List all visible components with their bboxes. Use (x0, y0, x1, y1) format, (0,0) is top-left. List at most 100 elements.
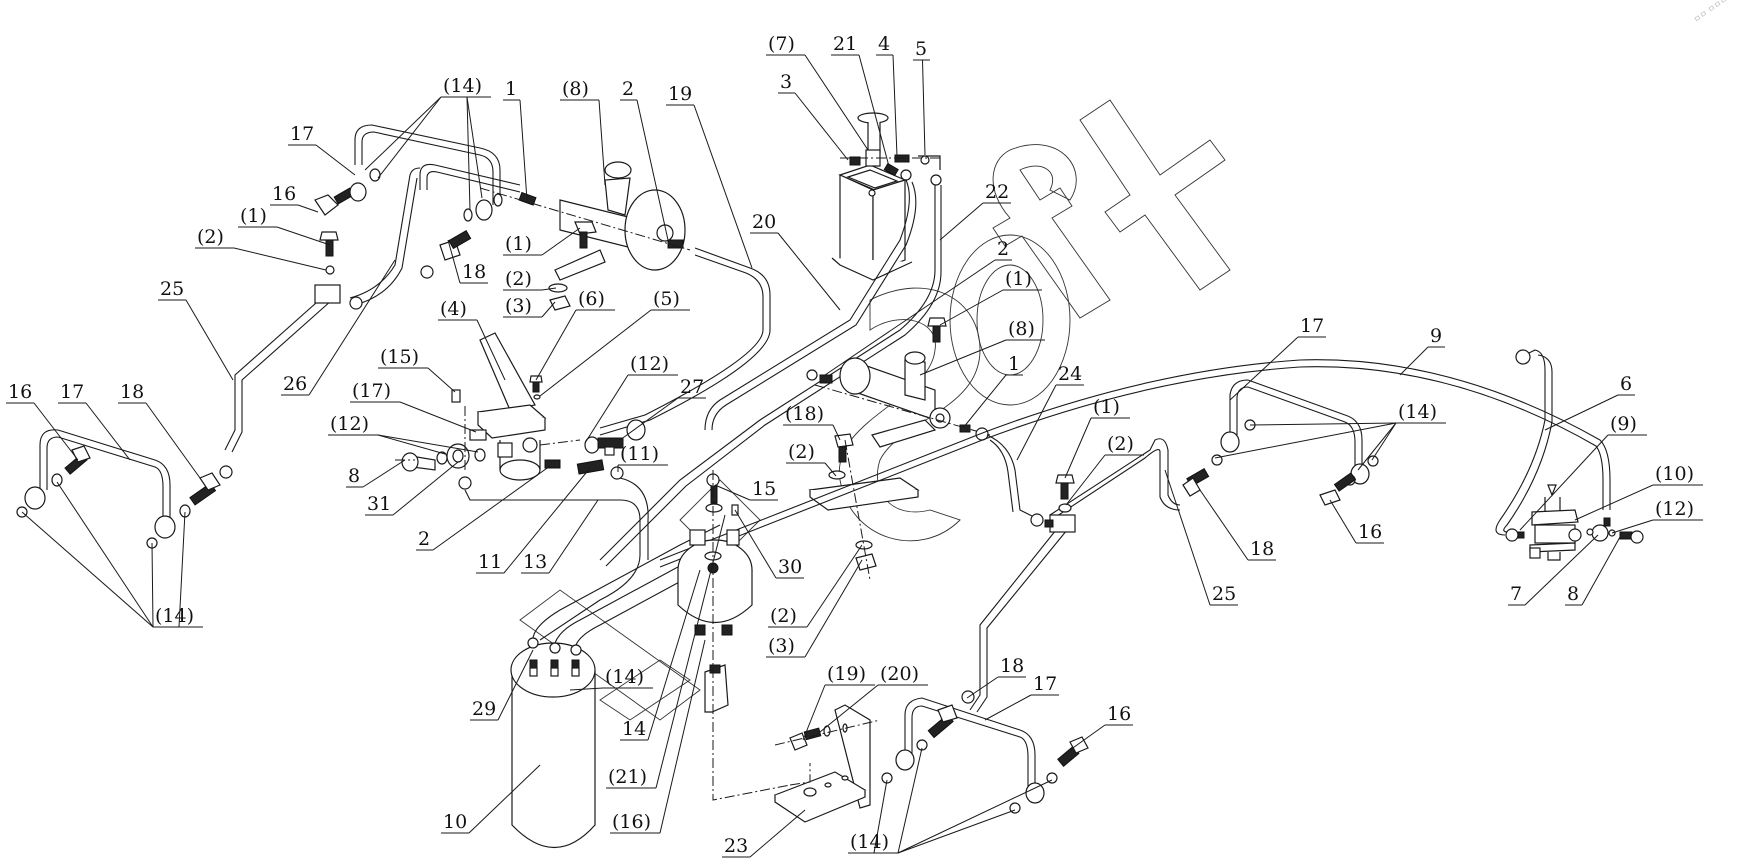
callout-text: 18 (462, 261, 486, 283)
callout-leader (659, 639, 706, 834)
callout-leader (806, 544, 863, 628)
callout-25: 25 (1164, 469, 1238, 606)
callout-text: 26 (283, 373, 307, 395)
callout-26: 26 (281, 259, 396, 396)
callout-leader (377, 434, 479, 453)
callout-1-ref: (1) (503, 227, 581, 256)
callout-leader (897, 747, 923, 854)
callout-18: 18 (1199, 489, 1276, 561)
callout-21-ref: (21) (606, 514, 726, 789)
proportioning-valve (1505, 484, 1644, 561)
callout-leader (1519, 434, 1609, 531)
callout-text: 17 (1300, 315, 1324, 337)
callout-leader (151, 542, 154, 628)
callout-text: 16 (1107, 703, 1131, 725)
callout-text: 18 (1000, 655, 1024, 677)
callout-text: 23 (724, 835, 748, 857)
callout-30: 30 (734, 509, 804, 579)
callout-text: 10 (443, 811, 467, 833)
callout-leader (734, 509, 777, 579)
callout-23: 23 (722, 809, 806, 858)
callout-leader (832, 424, 841, 441)
callout-leader (233, 247, 327, 271)
callout-12-ref: (12) (328, 413, 479, 455)
callout-text: (7) (768, 33, 795, 55)
callout-leader (535, 309, 577, 381)
callout-text: (9) (1610, 413, 1637, 435)
callout-text: (5) (653, 288, 680, 310)
callout-leader (897, 779, 1053, 854)
callout-18-ref: (18) (783, 403, 841, 441)
callout-4-ref: (4) (438, 298, 506, 381)
callout-25: 25 (158, 278, 234, 381)
callout-1-ref: (1) (238, 205, 331, 246)
callout-leader (804, 559, 863, 658)
callout-leader (364, 96, 442, 171)
callout-16: 16 (6, 381, 79, 461)
bottom-pipe-assembly (881, 690, 1089, 814)
callout-6-ref: (6) (535, 288, 615, 381)
callout-leader (541, 227, 581, 256)
callout-1: 1 (503, 78, 528, 201)
callout-2: 2 (416, 465, 551, 551)
callout-leader (541, 301, 556, 318)
callout-leader (598, 99, 606, 186)
callout-text: (8) (562, 78, 589, 100)
callout-text: 2 (997, 238, 1009, 260)
callout-14-ref: (14) (1214, 401, 1446, 471)
callout-text: (14) (443, 75, 482, 97)
callout-leader (804, 54, 869, 151)
callout-text: (14) (1398, 401, 1437, 423)
callout-17: 17 (58, 381, 131, 461)
callout-2-ref: (2) (195, 226, 327, 271)
callout-text: 2 (622, 78, 634, 100)
callout-text: (20) (880, 663, 919, 685)
callout-text: 17 (1033, 673, 1057, 695)
callout-leader (714, 484, 751, 501)
callout-text: 27 (680, 376, 704, 398)
callout-text: 15 (752, 478, 776, 500)
callout-leader (824, 462, 837, 477)
callout-leader (392, 461, 459, 516)
callout-text: 13 (523, 551, 547, 573)
callout-7: 7 (1508, 534, 1599, 606)
callout-14-ref: (14) (21, 481, 203, 628)
callout-10-ref: (10) (1574, 463, 1703, 521)
callout-5-ref: (5) (539, 288, 690, 397)
callout-1-ref: (1) (939, 268, 1042, 326)
callout-6: 6 (1544, 373, 1635, 431)
callout-leader (432, 465, 551, 551)
callout-27: 27 (619, 376, 706, 441)
callout-17-ref: (17) (350, 380, 477, 433)
callout-leader (145, 402, 201, 479)
callout-leader (962, 374, 1007, 429)
callout-15-ref: (15) (378, 346, 456, 393)
callout-20: 20 (750, 211, 841, 311)
callout-leader (919, 339, 1007, 376)
callout-leader (21, 511, 154, 628)
callout-leader (569, 687, 604, 691)
callout-text: 30 (778, 556, 802, 578)
callout-leader (56, 481, 154, 628)
callout-leader (519, 99, 528, 201)
callout-19: 19 (666, 83, 753, 269)
callout-3-ref: (3) (766, 559, 863, 658)
callout-text: 4 (878, 33, 890, 55)
callout-leader (466, 96, 483, 199)
callout-text: (2) (197, 226, 224, 248)
callout-text: (16) (612, 811, 651, 833)
callout-text: (4) (440, 298, 467, 320)
callout-20-ref: (20) (819, 663, 928, 733)
callout-leader (873, 779, 888, 854)
callout-14-ref: (14) (364, 75, 491, 211)
callout-12-ref: (12) (584, 353, 678, 444)
callout-leader (802, 684, 826, 741)
callout-text: (2) (1107, 433, 1134, 455)
callout-leader (794, 92, 849, 161)
callout-leader (1016, 384, 1057, 461)
callout-10: 10 (441, 764, 541, 834)
accumulator-cylinder (510, 524, 721, 848)
callout-leader (476, 319, 506, 381)
callout-1-ref: (1) (1064, 396, 1130, 479)
